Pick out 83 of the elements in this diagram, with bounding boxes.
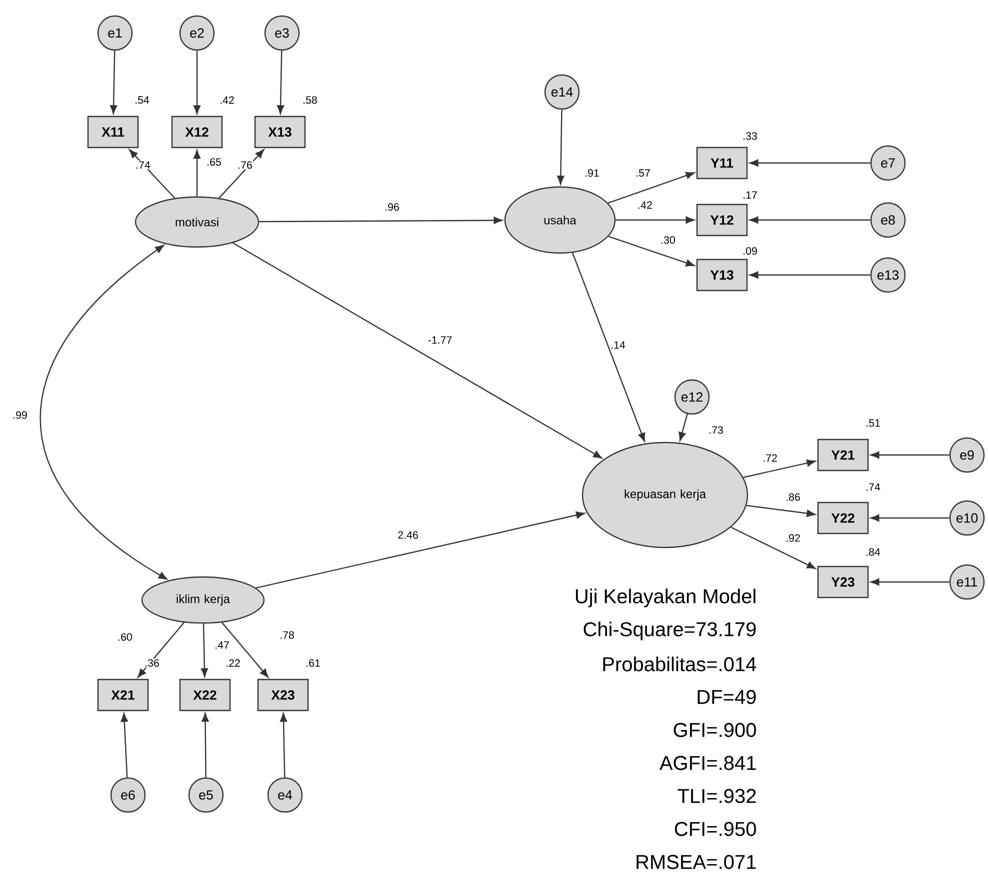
node-value: .22 <box>224 658 242 668</box>
indicator-box: X12 <box>171 116 223 148</box>
edge-label: .86 <box>784 492 802 502</box>
edge-label: .65 <box>206 158 222 166</box>
arrow <box>870 451 950 459</box>
arrow <box>276 50 284 114</box>
fit-statistic: GFI=.900 <box>674 722 756 738</box>
arrow <box>743 459 816 478</box>
indicator-box: X11 <box>87 116 139 148</box>
arrow <box>40 244 168 580</box>
edge-label: .72 <box>762 454 778 462</box>
edge-label: 2.46 <box>396 530 420 540</box>
arrow <box>730 526 816 570</box>
arrow <box>193 150 201 196</box>
arrow <box>221 622 268 678</box>
node-value: .09 <box>742 246 758 256</box>
fit-statistic: TLI=.932 <box>678 788 756 804</box>
node-value: .33 <box>742 132 758 140</box>
arrow <box>870 578 950 586</box>
indicator-box: Y22 <box>817 502 869 534</box>
edge-label: .99 <box>12 410 28 420</box>
arrow <box>256 512 585 589</box>
edge-label: -1.77 <box>427 336 453 344</box>
edge-label: .30 <box>660 236 676 244</box>
arrow <box>232 242 602 459</box>
edge-label: .96 <box>384 202 400 212</box>
indicator-box: Y12 <box>696 204 748 236</box>
fit-statistic: Uji Kelayakan Model <box>576 588 756 608</box>
indicator-box: X13 <box>254 116 306 148</box>
edge-label: .60 <box>116 632 134 642</box>
indicator-box: Y21 <box>817 438 869 472</box>
arrow <box>193 50 201 114</box>
edge-label: .92 <box>784 534 802 542</box>
arrow <box>280 712 288 778</box>
node-value: .73 <box>708 426 724 434</box>
node-value: .74 <box>864 482 882 492</box>
node-value: .17 <box>742 190 758 200</box>
node-value: .61 <box>304 658 322 668</box>
arrow <box>608 236 695 266</box>
edge-label: .47 <box>214 640 230 650</box>
arrow <box>202 712 209 778</box>
arrow <box>572 252 646 442</box>
indicator-box: X23 <box>257 678 309 712</box>
fit-statistic: RMSEA=.071 <box>636 854 756 870</box>
node-value: .51 <box>864 418 882 428</box>
edge-label: .78 <box>278 630 296 640</box>
fit-statistic: Chi-Square=73.179 <box>584 622 756 640</box>
edge-label: .14 <box>610 340 626 350</box>
indicator-box: X21 <box>97 678 149 712</box>
arrow <box>218 149 264 198</box>
arrow <box>749 216 870 224</box>
indicator-box: Y13 <box>696 258 748 292</box>
arrow <box>749 271 870 279</box>
node-value: .84 <box>864 548 882 556</box>
arrow <box>678 414 688 441</box>
arrow <box>616 216 695 224</box>
arrow <box>138 622 185 678</box>
arrow <box>557 110 564 185</box>
node-value: .58 <box>302 96 318 104</box>
arrow <box>608 172 695 204</box>
node-value: .36 <box>144 658 160 668</box>
node-value: .42 <box>218 96 236 104</box>
fit-statistic: Probabilitas=.014 <box>603 656 756 672</box>
fit-statistic: AGFI=.841 <box>660 756 756 770</box>
arrow <box>120 712 128 778</box>
edge-label: .42 <box>636 200 654 210</box>
indicator-box: Y23 <box>817 566 869 598</box>
fit-statistic: CFI=.950 <box>674 822 756 836</box>
arrow <box>746 504 816 517</box>
node-value: .91 <box>584 168 600 178</box>
arrow <box>200 624 208 678</box>
indicator-box: Y11 <box>696 146 748 180</box>
node-value: .54 <box>134 96 150 104</box>
arrow <box>110 50 118 114</box>
arrow <box>259 216 503 224</box>
indicator-box: X22 <box>179 678 231 712</box>
fit-statistic: DF=49 <box>698 690 756 704</box>
arrow <box>129 149 176 199</box>
arrow <box>870 514 950 522</box>
edge-label: .74 <box>134 160 152 170</box>
edge-label: .57 <box>634 168 652 178</box>
arrow <box>749 159 870 167</box>
edge-label: .76 <box>236 160 254 170</box>
